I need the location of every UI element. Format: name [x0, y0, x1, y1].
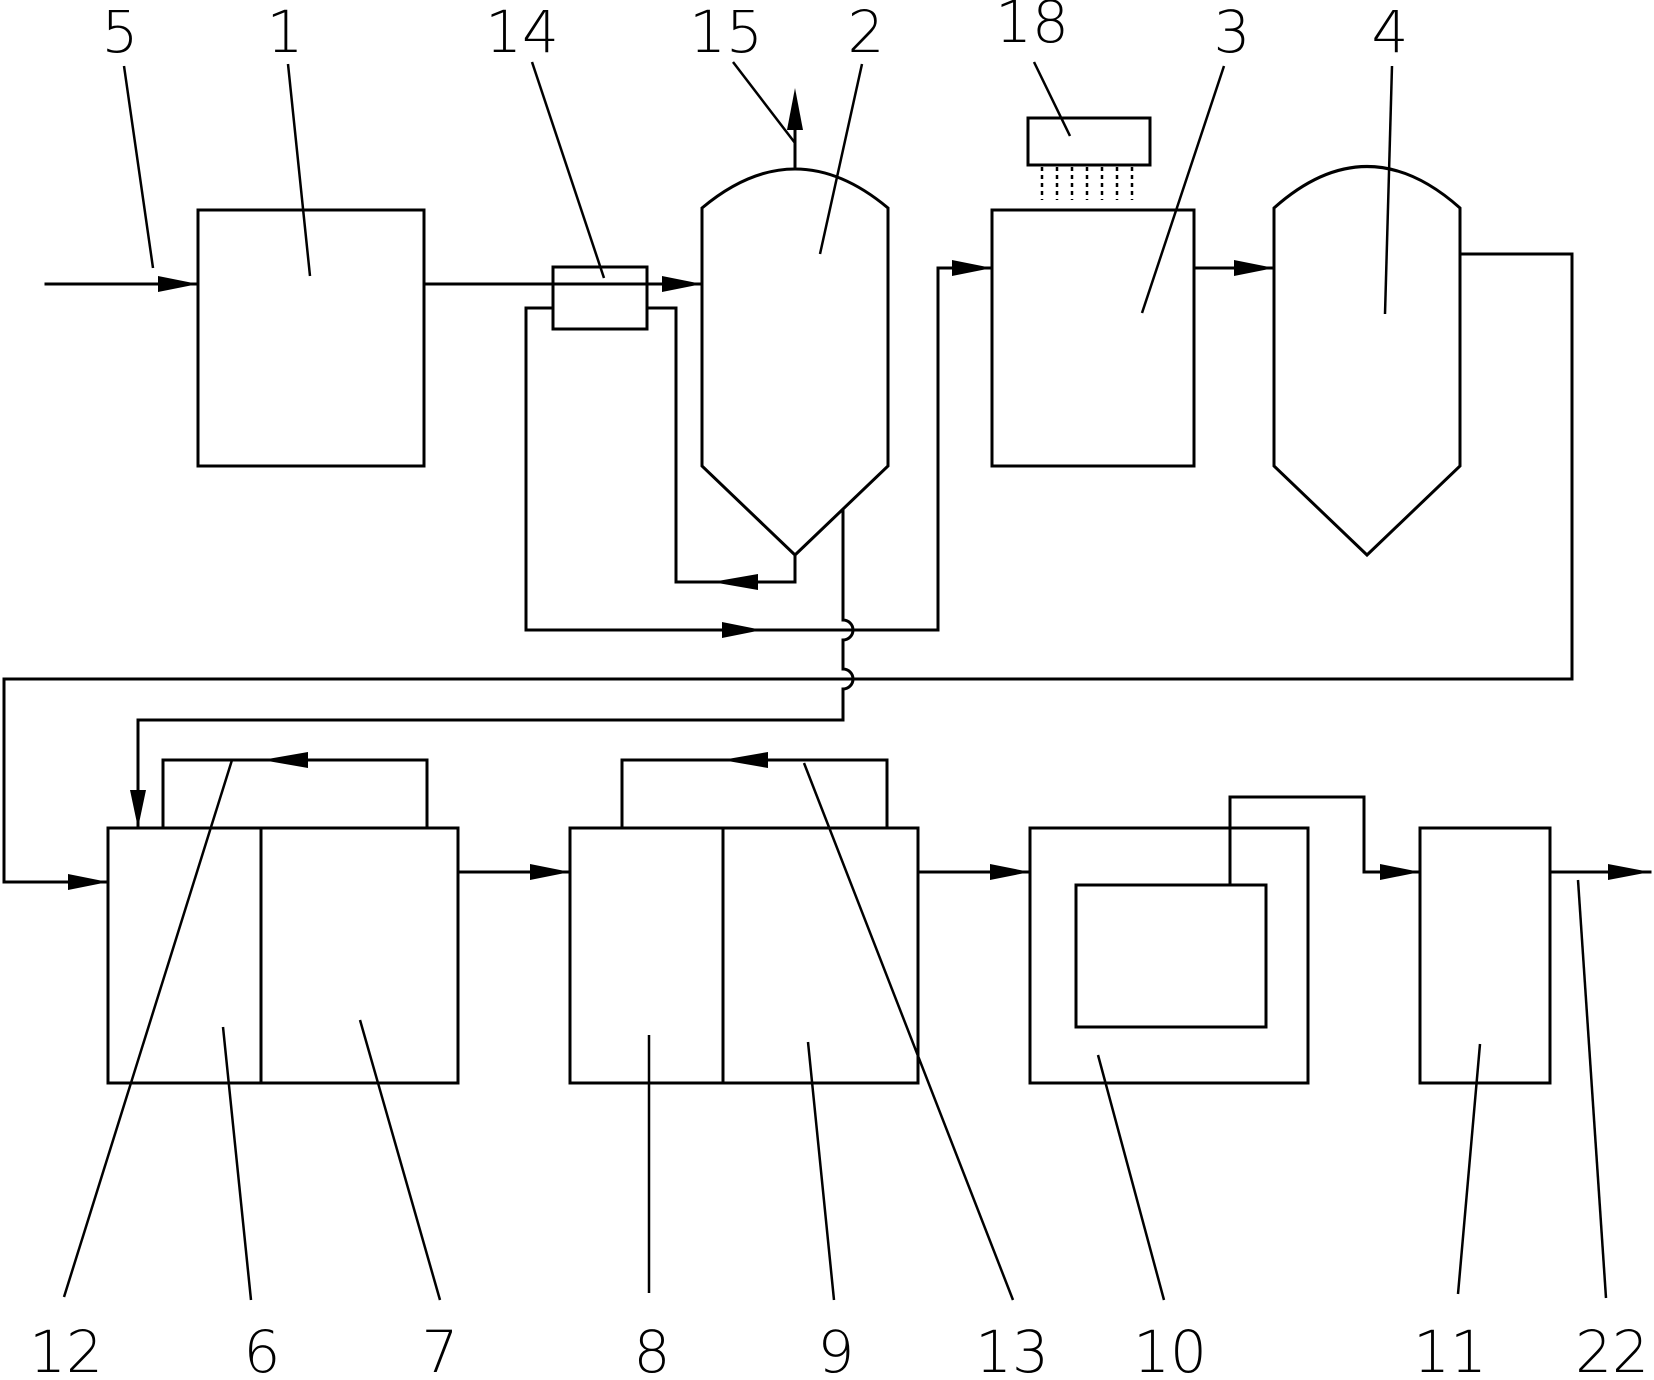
label-12: 12: [29, 1318, 103, 1380]
arrow-into-10: [990, 864, 1030, 880]
label-5: 5: [102, 0, 139, 66]
arrow-inlet: [158, 276, 198, 292]
arrow-down-into-6: [130, 790, 146, 828]
unit-2-vessel: [700, 167, 890, 558]
label-22: 22: [1575, 1318, 1649, 1380]
label-18: 18: [995, 0, 1069, 56]
return-pipe-13: [620, 758, 889, 830]
label-14: 14: [485, 0, 559, 66]
pipe-4-to-6: [2, 252, 1574, 884]
arrow-bottom-to-3: [722, 622, 762, 638]
arrow-exhaust: [787, 88, 803, 130]
arrow-into-8: [530, 864, 570, 880]
tank-6-7: [106, 826, 460, 1085]
label-15: 15: [689, 0, 763, 66]
arrow-return-13: [722, 752, 768, 768]
arrow-into-11: [1380, 864, 1420, 880]
label-11: 11: [1413, 1318, 1487, 1380]
arrow-into-3: [952, 260, 992, 276]
unit-3-box: [990, 208, 1196, 468]
label-2: 2: [848, 0, 885, 66]
pipe-from-2-down: [136, 508, 855, 830]
label-1: 1: [267, 0, 304, 66]
spray-lines-18: [1040, 167, 1134, 200]
arrow-return-12: [262, 752, 308, 768]
unit-10-outer: [1028, 826, 1310, 1085]
label-8: 8: [634, 1318, 671, 1380]
arrow-sludge-return: [712, 574, 758, 590]
label-6: 6: [244, 1318, 281, 1380]
label-10: 10: [1133, 1318, 1207, 1380]
return-pipe-12: [161, 758, 429, 830]
pipe-to-unit-3: [524, 266, 994, 632]
unit-11-box: [1418, 826, 1552, 1085]
component-14-box: [551, 265, 649, 331]
label-7: 7: [422, 1318, 459, 1380]
arrow-into-6: [68, 874, 108, 890]
arrow-into-4: [1234, 260, 1274, 276]
label-4: 4: [1372, 0, 1409, 66]
label-9: 9: [818, 1318, 855, 1380]
leader-lines: [62, 61, 1608, 1301]
label-3: 3: [1214, 0, 1251, 66]
unit-10-inner: [1074, 883, 1268, 1029]
arrow-into-2: [662, 276, 702, 292]
sludge-return-pipe: [645, 306, 797, 584]
label-13: 13: [975, 1318, 1049, 1380]
unit-4-vessel: [1272, 165, 1462, 558]
unit-1-box: [196, 208, 426, 468]
tank-8-9: [568, 826, 920, 1085]
arrow-outlet: [1608, 864, 1650, 880]
component-18-box: [1026, 116, 1152, 167]
